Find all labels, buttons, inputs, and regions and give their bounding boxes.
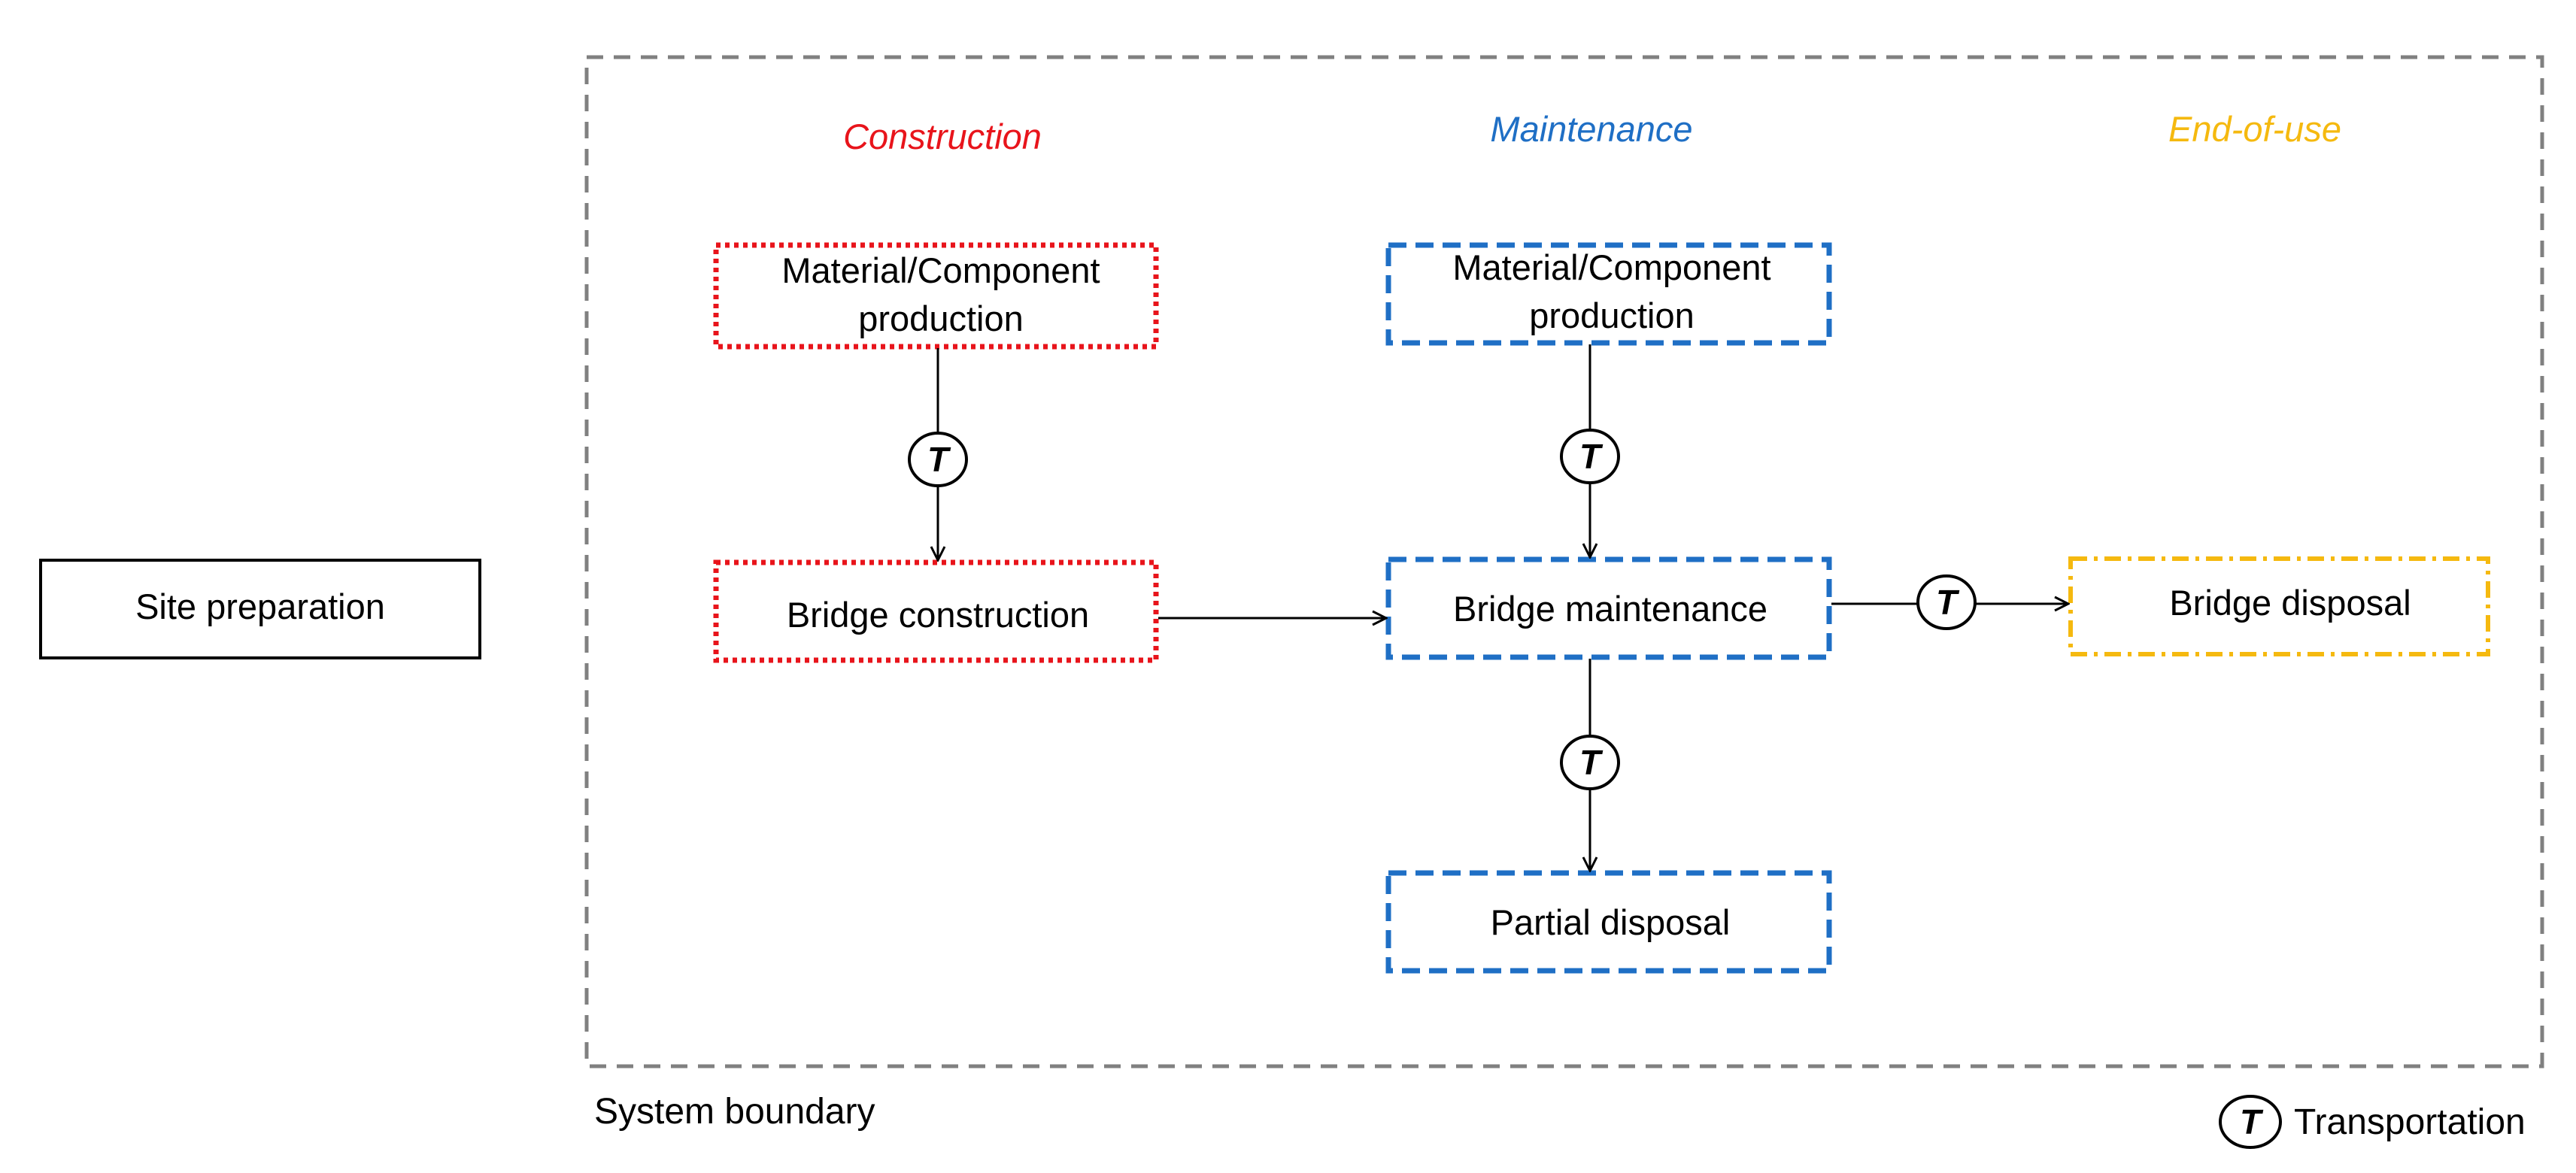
system-boundary [584,55,2544,1068]
legend-transport-label: Transportation [2294,1102,2526,1142]
transport-icon-construction: T [908,432,968,487]
bridge-maintenance-label: Bridge maintenance [1453,589,1767,629]
phase-construction-title: Construction [843,117,1042,156]
partial-disposal-node: Partial disposal [1385,870,1832,974]
transport-icon-bridge-disposal: T [1916,574,1977,630]
site-preparation-node: Site preparation [39,559,481,659]
svg-text:T: T [2240,1102,2264,1141]
bridge-construction-node: Bridge construction [713,559,1159,663]
site-preparation-label: Site preparation [135,586,385,626]
transport-icon-maintenance-supply: T [1560,429,1620,484]
bridge-disposal-label: Bridge disposal [2169,583,2411,623]
svg-text:T: T [927,440,951,479]
construction-material-production-node: Material/Component production [713,242,1159,350]
construction-material-label-line1: Material/Component [781,250,1100,290]
legend-transport-icon: T [2219,1095,2282,1149]
maintenance-material-label-line1: Material/Component [1452,247,1770,287]
bridge-disposal-node: Bridge disposal [2068,556,2490,656]
partial-disposal-label: Partial disposal [1491,902,1731,942]
maintenance-material-label-line2: production [1529,296,1695,335]
system-boundary-label: System boundary [594,1092,875,1132]
legend: T Transportation [2219,1095,2526,1149]
svg-text:T: T [1579,743,1604,782]
construction-material-label-line2: production [858,299,1024,338]
svg-text:T: T [1936,583,1960,622]
bridge-construction-label: Bridge construction [787,595,1089,635]
svg-text:T: T [1579,437,1604,476]
phase-maintenance-title: Maintenance [1490,109,1692,149]
maintenance-material-production-node: Material/Component production [1385,242,1832,346]
bridge-maintenance-node: Bridge maintenance [1385,556,1832,660]
transport-icon-partial-disposal: T [1560,735,1620,790]
phase-end-of-use-title: End-of-use [2168,109,2341,149]
